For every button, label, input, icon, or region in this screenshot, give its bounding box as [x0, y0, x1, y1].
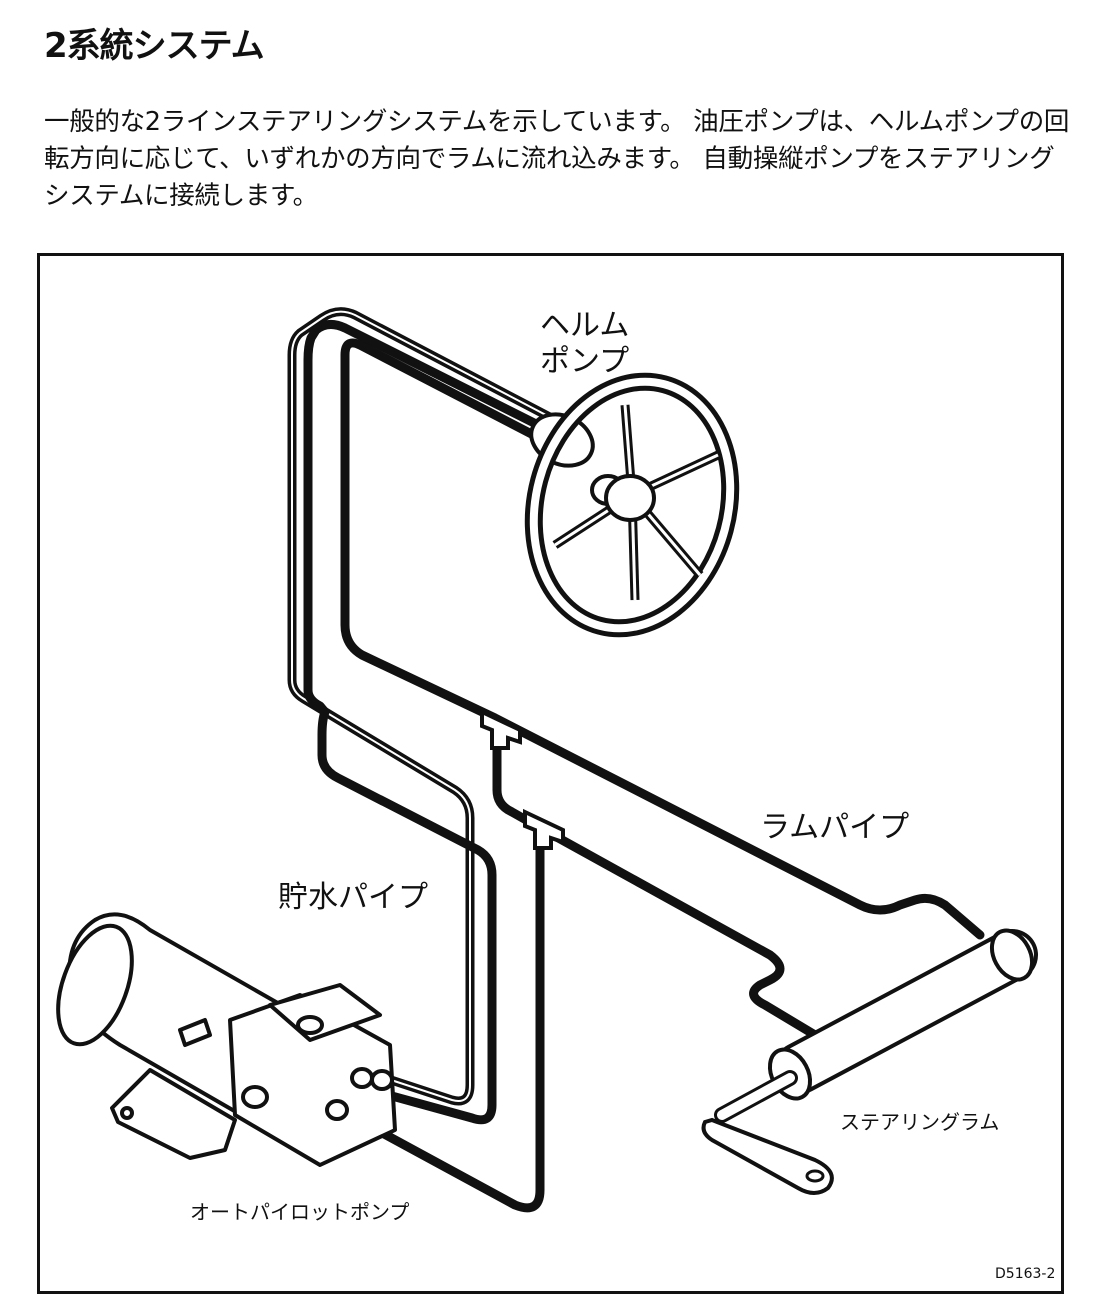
tee-fitting-1: [480, 708, 522, 750]
page-title: 2系統システム: [44, 26, 265, 66]
label-ram-pipe: ラムパイプ: [760, 810, 910, 845]
label-helm-pump-1: ヘルム: [540, 308, 630, 343]
diagram-frame: [37, 253, 1064, 1294]
tee-branch: [492, 720, 540, 830]
steering-ram: [701, 928, 1038, 1195]
label-steering-ram: ステアリングラム: [840, 1110, 1000, 1134]
helm-wheel: [524, 372, 740, 638]
reservoir-pipe-1: [287, 307, 570, 1106]
reservoir-pipe-2: [303, 320, 573, 1125]
figure-code: D5163-2: [995, 1266, 1056, 1282]
ram-pipe-2: [335, 820, 820, 1213]
tee-fitting-2: [523, 808, 565, 850]
label-autopilot-pump: オートパイロットポンプ: [190, 1200, 410, 1224]
ram-pipe-1: [340, 338, 985, 940]
label-helm-pump-2: ポンプ: [540, 344, 630, 379]
autopilot-pump: [56, 912, 397, 1167]
label-reservoir-pipe: 貯水パイプ: [278, 880, 428, 915]
intro-paragraph: 一般的な2ラインステアリングシステムを示しています。 油圧ポンプは、ヘルムポンプ…: [44, 107, 1070, 211]
